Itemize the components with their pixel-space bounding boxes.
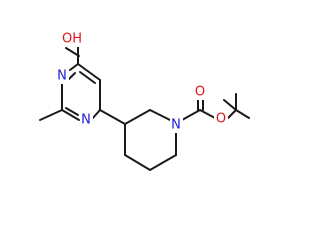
bond-c6-n1 <box>65 47 80 57</box>
bond-o-ester-tbu-c <box>227 109 237 119</box>
piperidine-n-label: N <box>171 118 181 133</box>
double-bond-c2-n3-inner <box>65 107 79 116</box>
ester-o-label: O <box>216 112 226 127</box>
atom-labels: OH N N N O O <box>56 31 228 133</box>
bond-c4-piperidine <box>99 109 126 125</box>
bond-pip-c5-c4 <box>124 154 151 171</box>
pyrimidine-ring <box>39 45 126 125</box>
bond-pip-c2-n <box>149 109 171 121</box>
bond-tbu-methyl-right <box>235 109 250 119</box>
bond-n-carbonyl-c <box>181 109 201 121</box>
hydroxyl-label: OH <box>62 32 82 47</box>
bond-c2-n3 <box>61 109 80 121</box>
carbonyl-o-label: O <box>195 85 205 100</box>
bond-n3-c4 <box>91 109 101 120</box>
bond-tbu-methyl-left <box>223 99 237 111</box>
bond-pip-c3-c2 <box>124 109 151 125</box>
piperidine-ring <box>124 109 177 171</box>
boc-group <box>181 93 250 121</box>
double-bond-n1-c6-inner <box>67 72 76 81</box>
double-bond-c5-c6-inner <box>79 71 96 84</box>
bond-c5-c6 <box>77 63 101 81</box>
bond-c2-methyl <box>39 109 63 121</box>
bond-carbonyl-c-o-ester <box>199 109 216 119</box>
chemical-structure-diagram: OH N N N O O <box>39 31 250 171</box>
bond-c6-n-upper <box>69 63 79 71</box>
pyrimidine-n1-label: N <box>57 69 67 84</box>
bond-pip-c6-c5 <box>149 154 177 171</box>
pyrimidine-n3-label: N <box>81 113 91 128</box>
